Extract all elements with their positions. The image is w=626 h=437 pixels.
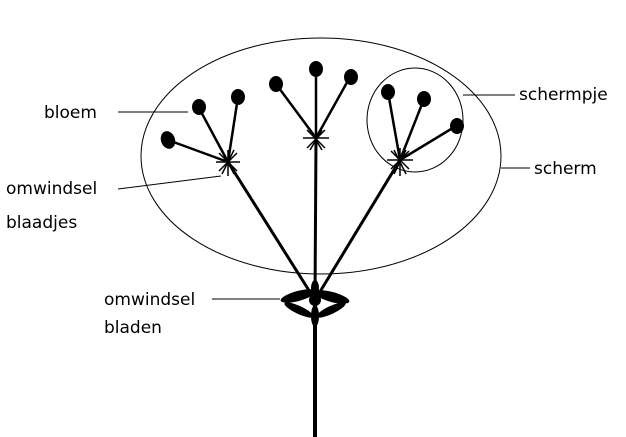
label-bloem: bloem bbox=[44, 103, 97, 123]
umbellet-middle bbox=[276, 70, 350, 138]
leader-omwindsel-blaadjes bbox=[118, 176, 221, 189]
involucel-middle bbox=[303, 128, 329, 152]
label-omwindsel-bladen-2: bladen bbox=[104, 318, 162, 338]
label-scherm: scherm bbox=[534, 159, 597, 179]
label-omwindsel-blaadjes-1: omwindsel bbox=[6, 179, 97, 199]
label-omwindsel-bladen-1: omwindsel bbox=[104, 290, 195, 310]
involucre-bracts bbox=[279, 280, 350, 327]
primary-rays bbox=[228, 138, 400, 300]
label-omwindsel-blaadjes-2: blaadjes bbox=[6, 213, 77, 233]
involucel-left bbox=[216, 150, 240, 176]
label-schermpje: schermpje bbox=[519, 85, 608, 105]
